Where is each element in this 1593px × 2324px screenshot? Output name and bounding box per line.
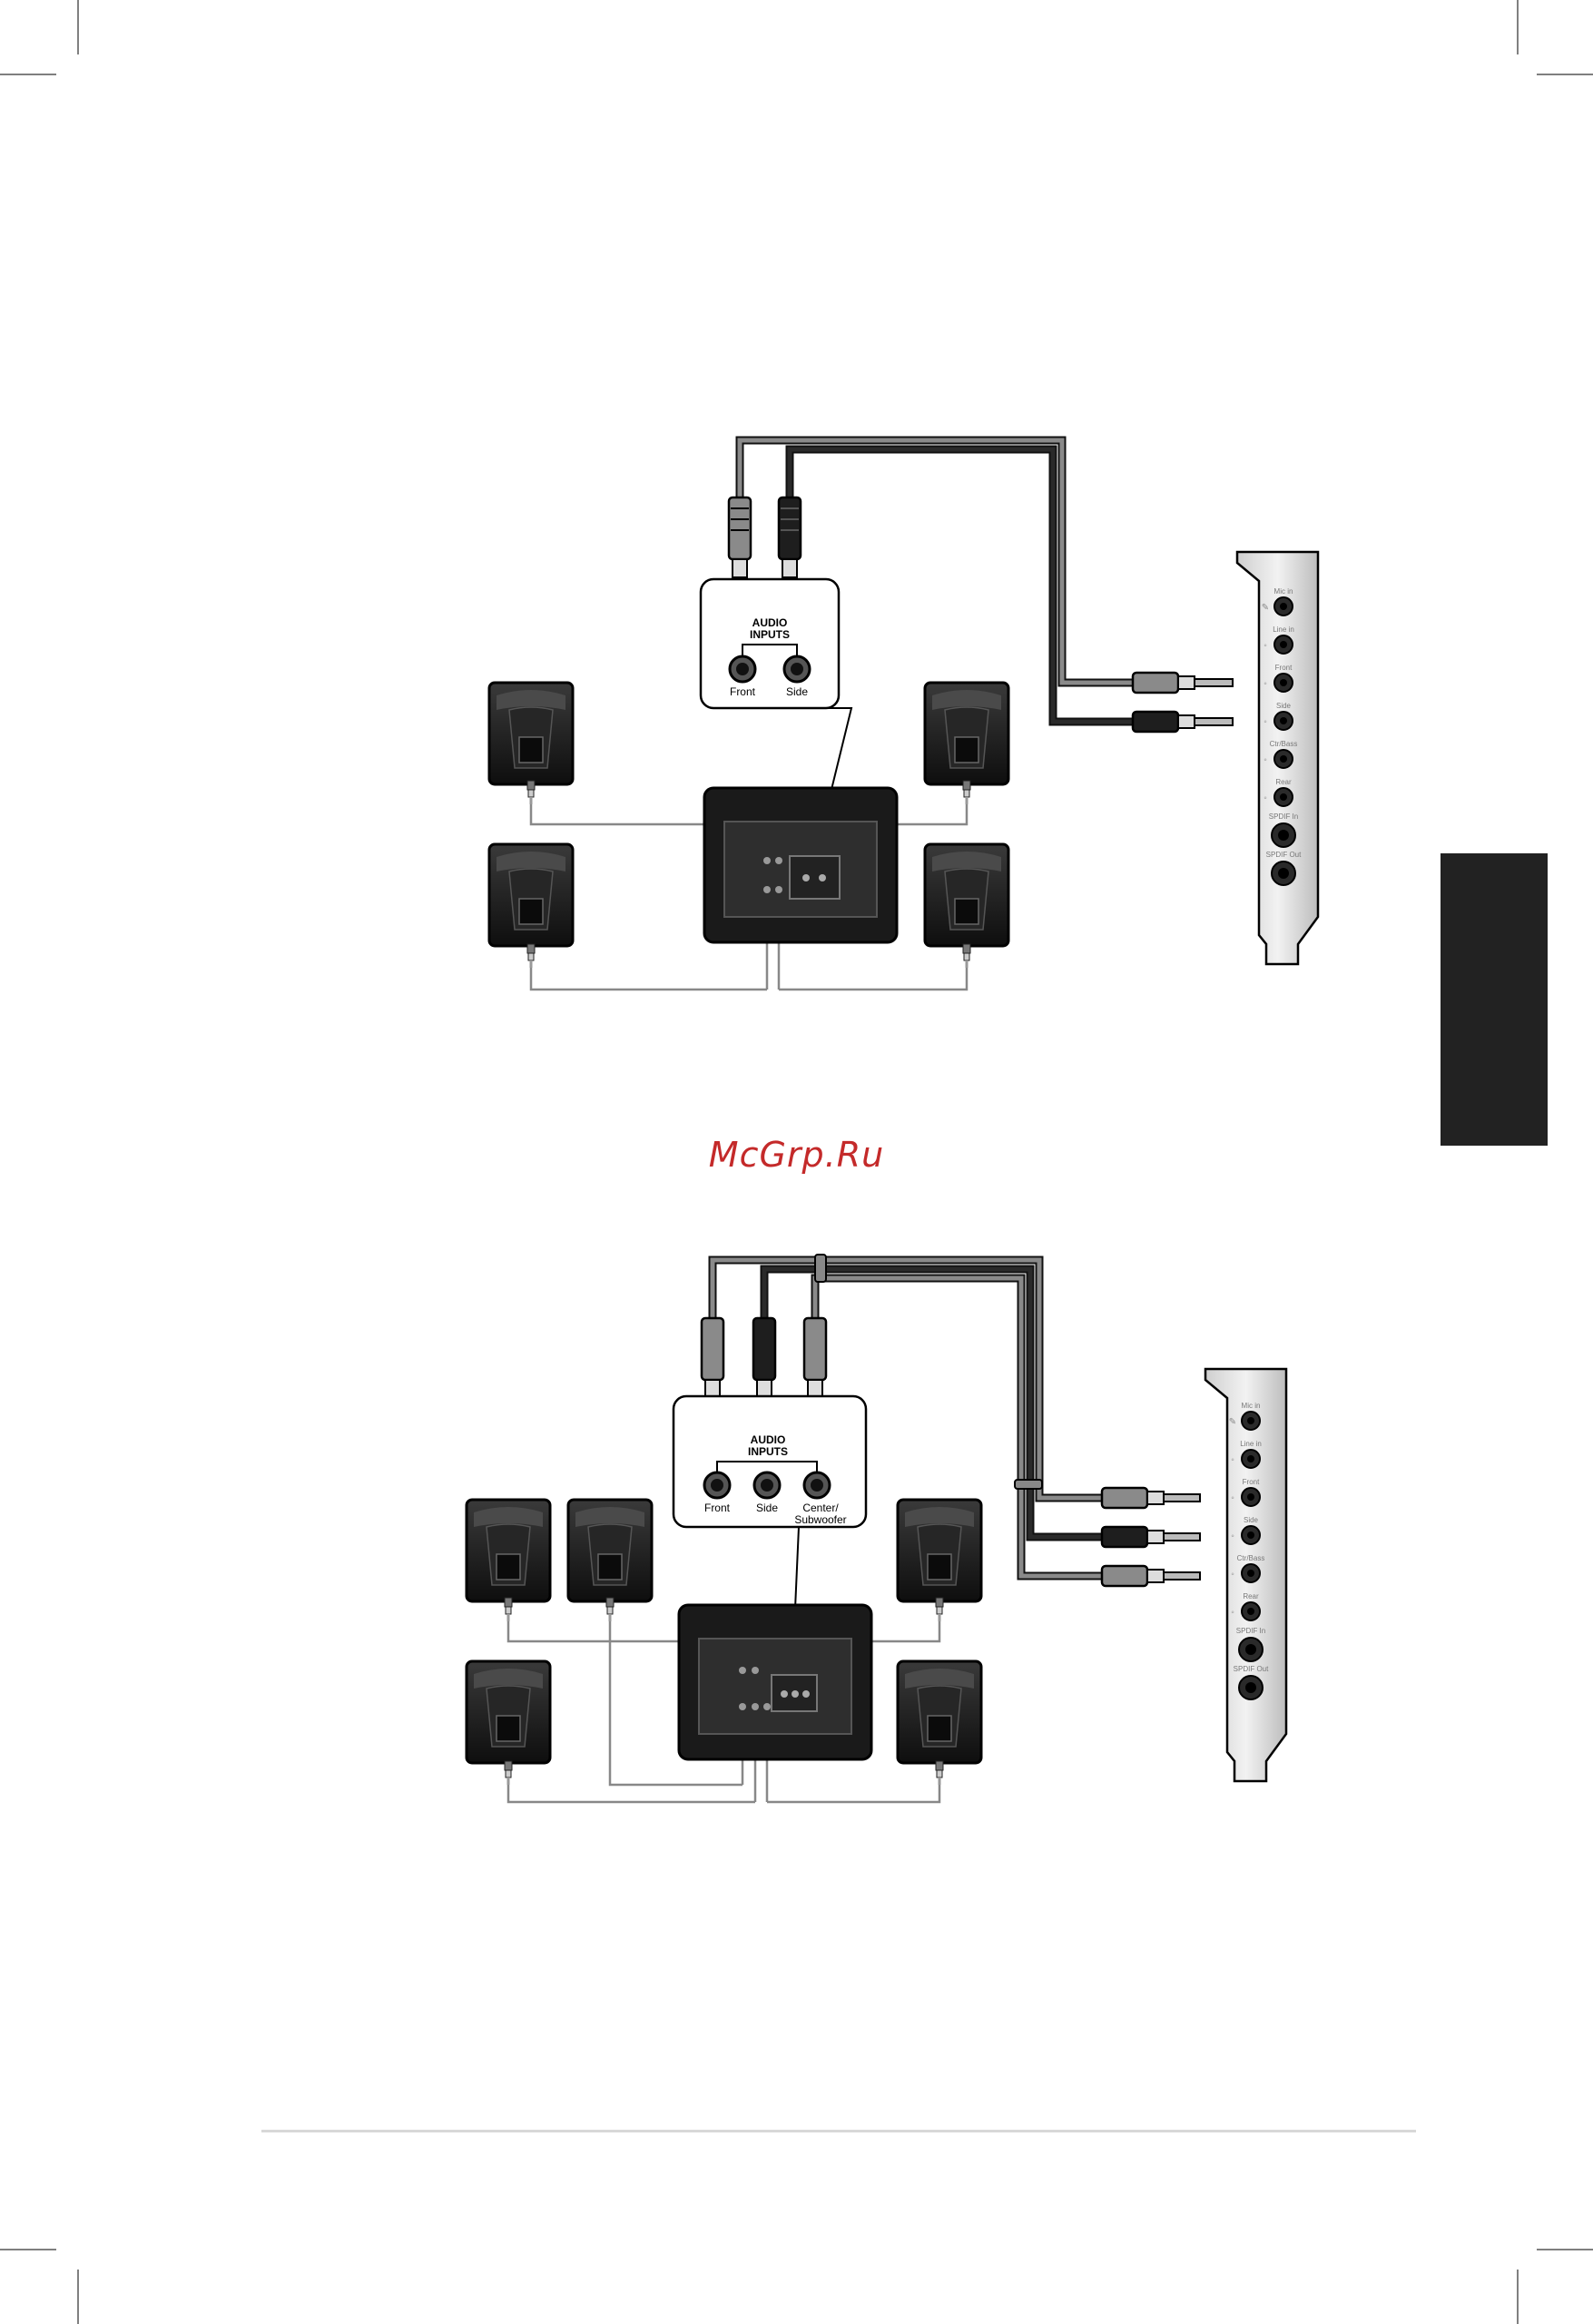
input-label-center-bottom: Center/ xyxy=(802,1502,839,1514)
port-label: Mic in xyxy=(1242,1402,1261,1410)
box-title-line2-bottom: INPUTS xyxy=(748,1445,788,1458)
port-label: Front xyxy=(1243,1478,1260,1486)
jack-hole xyxy=(1247,1570,1254,1577)
speaker-side-left-bottom xyxy=(467,1661,550,1763)
port-label: SPDIF Out xyxy=(1234,1665,1269,1673)
input-label-front-bottom: Front xyxy=(704,1502,731,1514)
port-icon: ◦ xyxy=(1231,1493,1234,1503)
jack-hole xyxy=(1247,1493,1254,1501)
input-label-side-bottom: Side xyxy=(756,1502,778,1514)
jack-hole xyxy=(1247,1417,1254,1424)
port-label: Ctr/Bass xyxy=(1237,1554,1265,1562)
jack-hole xyxy=(1245,1682,1256,1693)
input-label-subwoofer-bottom: Subwoofer xyxy=(794,1513,846,1526)
amplifier-unit-bottom xyxy=(679,1605,871,1759)
jack-hole xyxy=(1247,1531,1254,1539)
jack-hole xyxy=(1247,1608,1254,1615)
watermark: McGrp.Ru xyxy=(0,1135,1593,1175)
port-icon: ◦ xyxy=(1231,1570,1234,1580)
port-label: Rear xyxy=(1243,1592,1259,1600)
port-label: SPDIF In xyxy=(1236,1627,1265,1635)
port-label: Line in xyxy=(1240,1440,1262,1448)
port-icon: ◦ xyxy=(1231,1531,1234,1541)
section-tab xyxy=(1441,853,1548,1146)
speaker-center-bottom xyxy=(568,1500,652,1601)
port-icon: ✎ xyxy=(1229,1417,1236,1427)
box-title-line1-bottom: AUDIO xyxy=(751,1433,786,1446)
speaker-front-left-bottom xyxy=(467,1500,550,1601)
port-icon: ◦ xyxy=(1231,1608,1234,1618)
speaker-side-right-bottom xyxy=(898,1661,981,1763)
jack-hole xyxy=(1245,1644,1256,1655)
port-icon: ◦ xyxy=(1231,1455,1234,1465)
footer-rule xyxy=(261,2130,1416,2132)
port-label: Side xyxy=(1244,1516,1259,1524)
speaker-front-right-bottom xyxy=(898,1500,981,1601)
jack-hole xyxy=(1247,1455,1254,1462)
